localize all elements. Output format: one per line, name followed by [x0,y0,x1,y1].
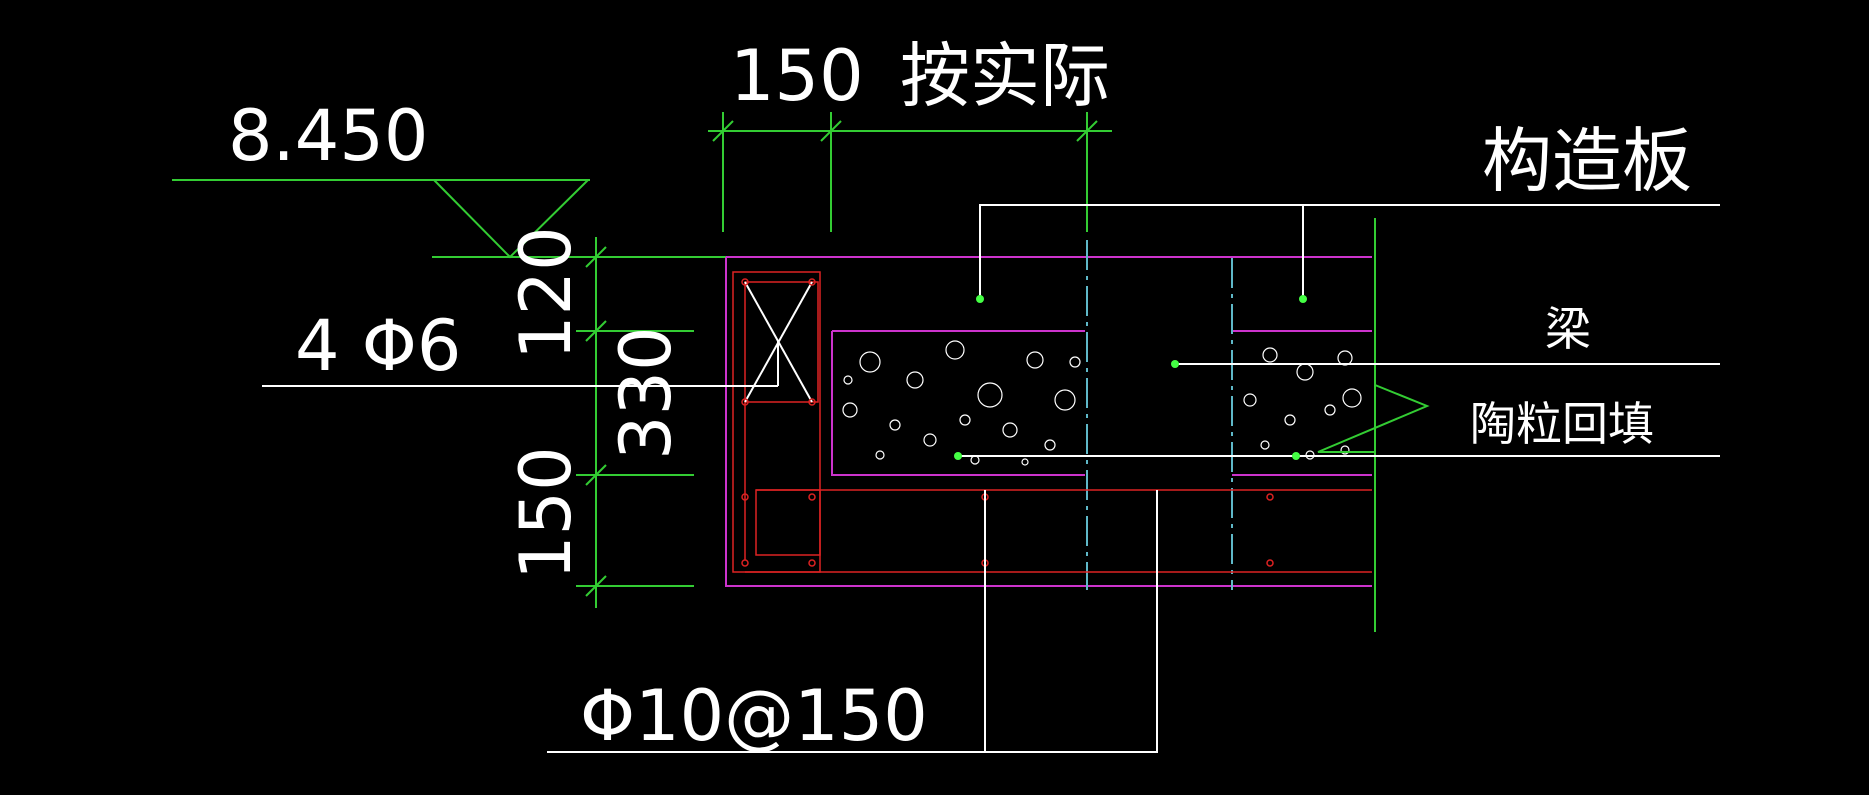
dim-left-top-label: 120 [505,226,587,360]
centerlines [1086,240,1233,590]
dim-top-right-label: 按实际 [900,35,1110,117]
stirrup-label: Φ10@150 [580,675,928,757]
beam-outline [725,256,1372,587]
leader-lines [262,204,1720,753]
top-dimension: 150 按实际 [708,35,1112,232]
left-dimension: 120 330 150 [505,226,694,608]
elevation-mark: 8.450 [172,95,726,259]
backfill-hatch-left [842,340,1081,466]
beam-label: 梁 [1545,302,1591,356]
elevation-label: 8.450 [228,95,428,177]
backfill-label: 陶粒回填 [1470,397,1654,451]
break-line [1317,218,1430,632]
backfill-hatch-right [1243,347,1362,460]
leader-dots [954,295,1307,460]
rebar-longitudinal-label: 4 Φ6 [295,305,461,387]
rebar-cage [732,271,1372,573]
dim-left-bottom-label: 150 [505,446,587,580]
slab-label: 构造板 [1482,120,1692,202]
dim-top-left-label: 150 [730,35,864,117]
dim-left-mid-label: 330 [605,326,687,460]
